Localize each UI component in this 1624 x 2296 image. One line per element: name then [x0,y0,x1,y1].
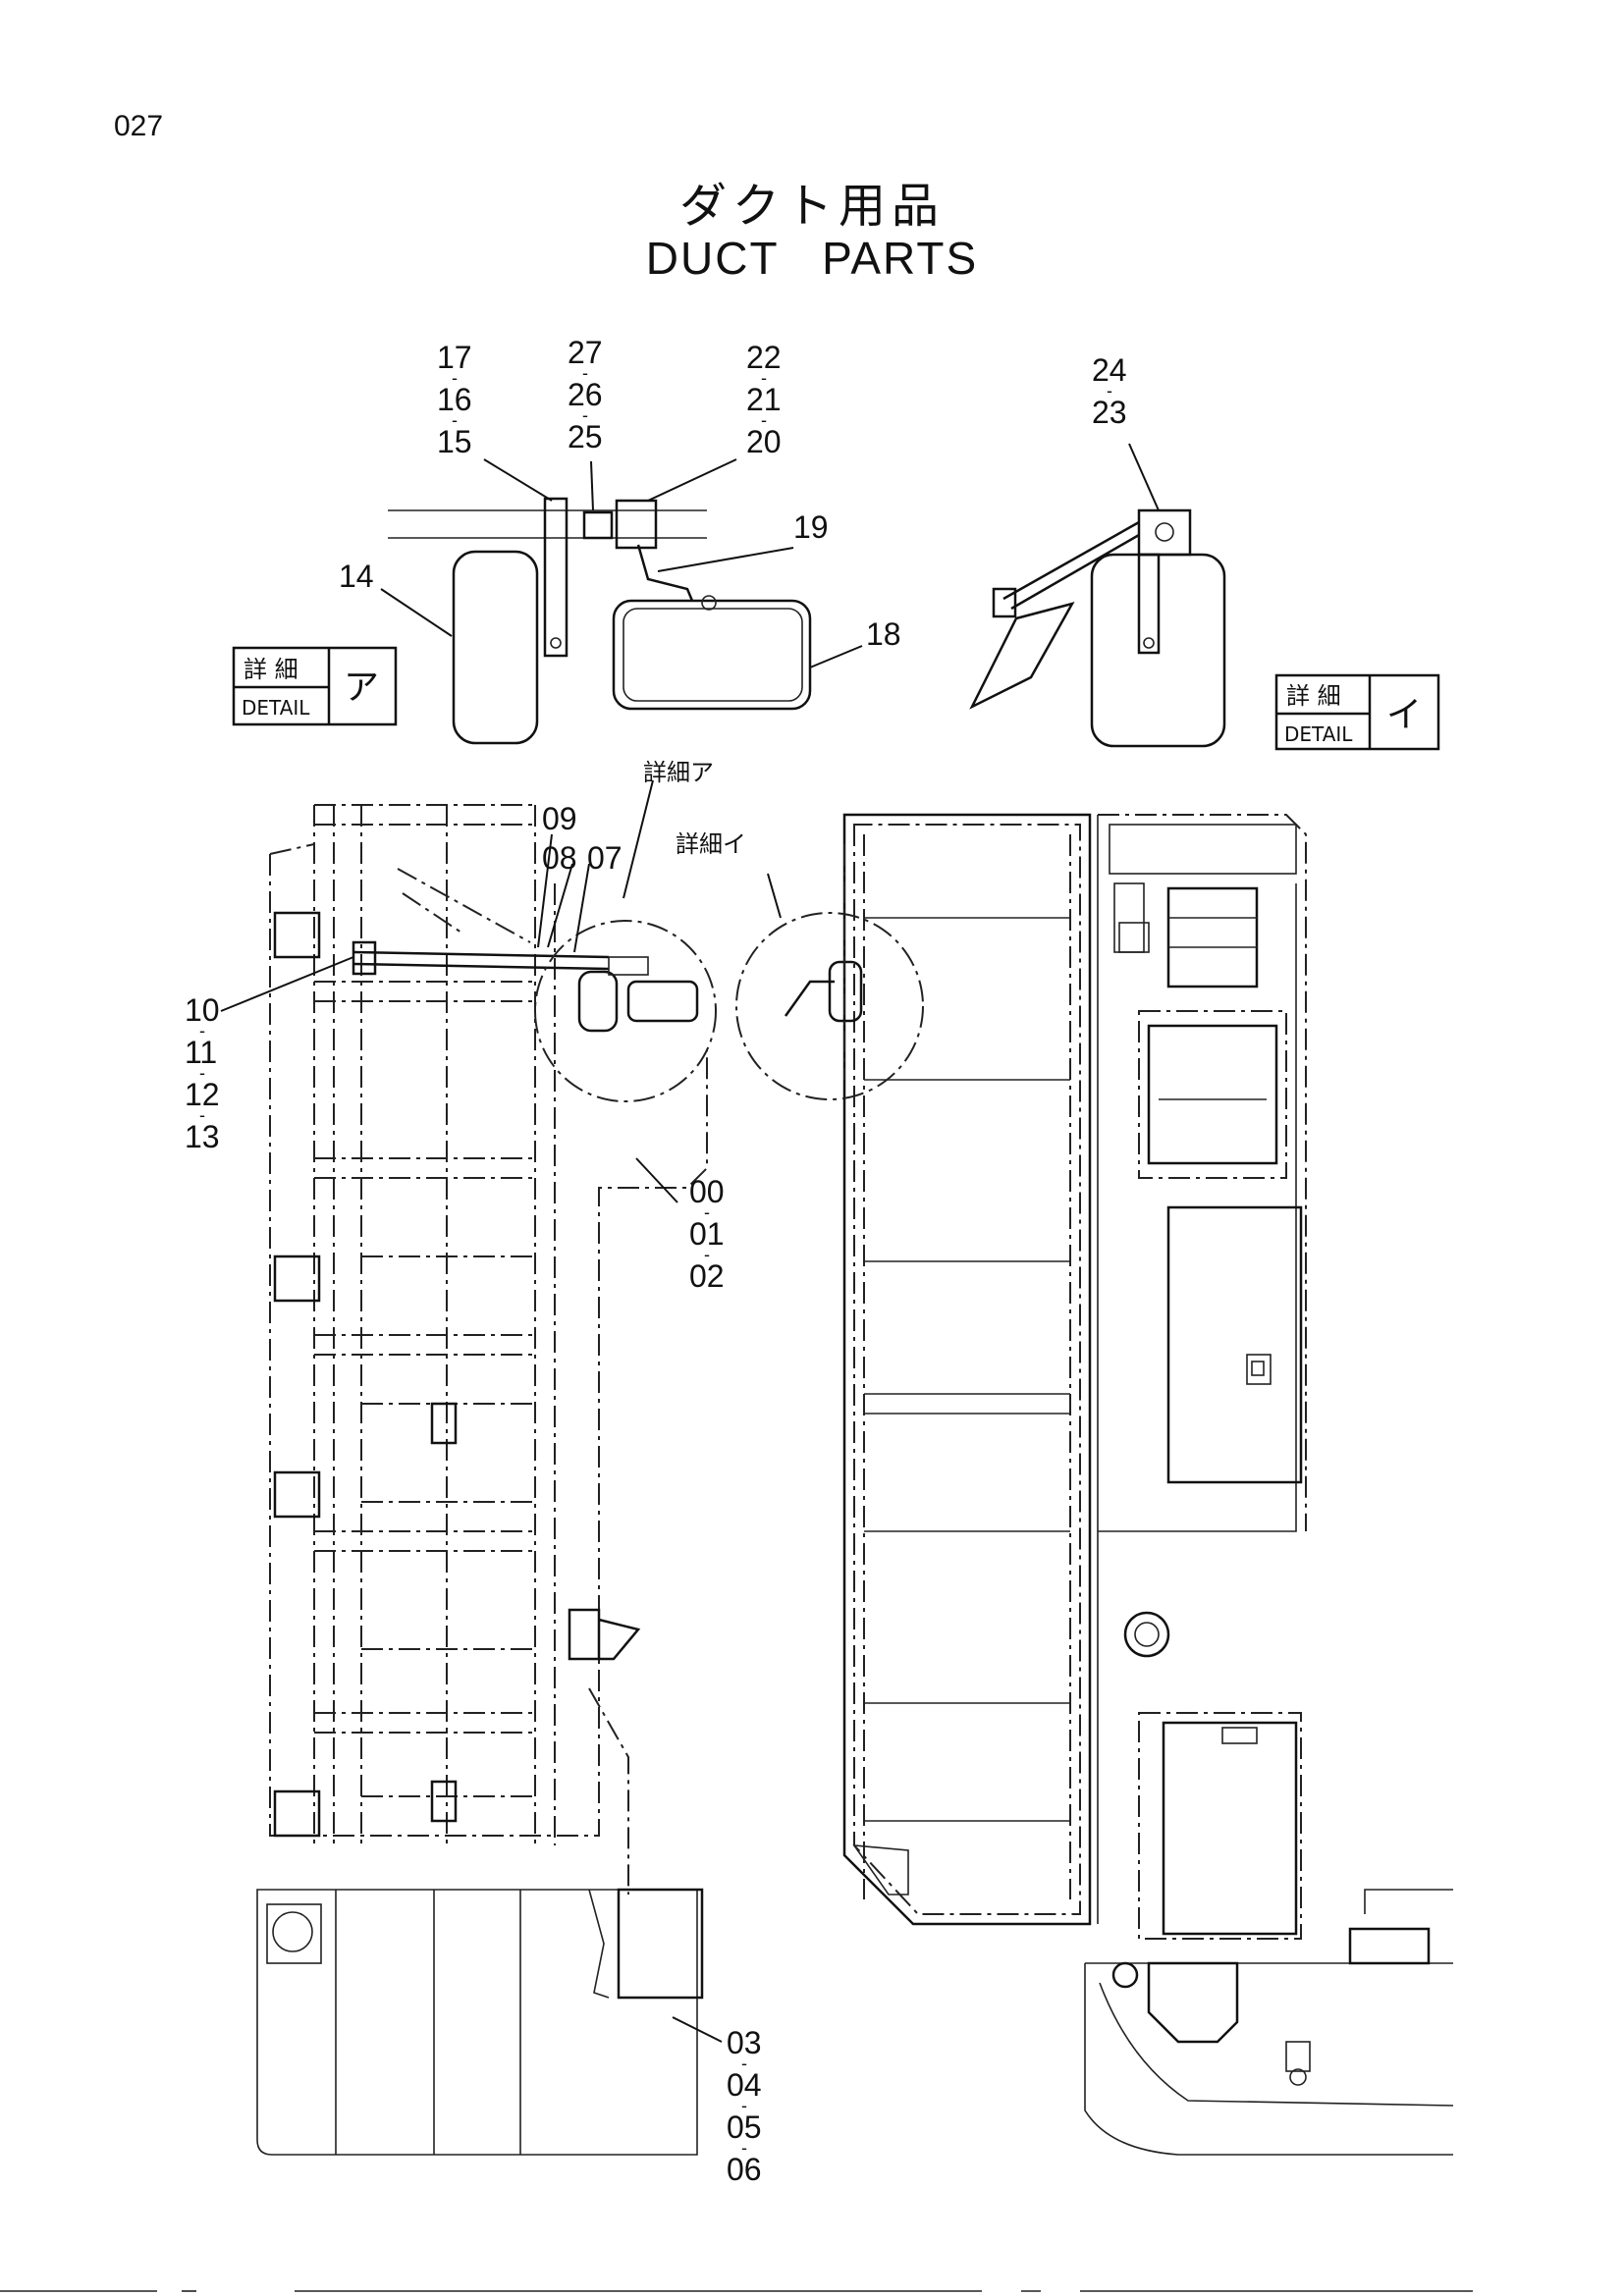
detail-box-a-en: DETAIL [242,696,310,720]
title-japanese: ダクト用品 [678,179,945,234]
part-05: 05 [727,2109,762,2145]
detail-callout-a: 詳細ア [643,759,714,786]
detail-callout-b: 詳細イ [676,830,746,858]
part-18: 18 [866,616,901,652]
part-19: 19 [793,509,829,545]
detail-box-a-mark: ア [344,667,379,708]
part-23: 23 [1092,395,1127,430]
svg-text:-: - [761,410,767,430]
svg-text:-: - [741,2138,747,2158]
detail-box-b-jp: 詳 細 [1286,682,1341,710]
detail-box-b-en: DETAIL [1284,722,1353,746]
title-english: DUCT PARTS [645,233,979,284]
svg-text:-: - [199,1021,205,1041]
part-09: 09 [542,801,577,836]
part-00: 00 [689,1174,725,1209]
part-26: 26 [568,377,603,412]
part-11: 11 [185,1035,217,1070]
part-08: 08 [542,840,577,876]
detail-box-b-mark: イ [1386,695,1422,735]
detail-a-drawing [380,458,863,745]
part-labels: 17 - 16 - 15 27 - 26 - 25 22 - 21 - 20 2… [185,335,1127,2187]
part-13: 13 [185,1119,220,1154]
svg-text:-: - [582,363,588,383]
part-17: 17 [437,340,472,375]
part-27: 27 [568,335,603,370]
svg-text:-: - [741,2054,747,2073]
part-01: 01 [689,1216,725,1252]
part-22: 22 [746,340,782,375]
part-06: 06 [727,2152,762,2187]
part-07: 07 [587,840,623,876]
page-number: 027 [114,110,164,142]
part-24: 24 [1092,352,1127,388]
detail-box-a-jp: 詳 細 [244,656,298,683]
detail-b-drawing [969,443,1226,748]
part-02: 02 [689,1258,725,1294]
svg-text:-: - [199,1063,205,1083]
detail-box-a: 詳 細 DETAIL ア [232,646,398,726]
part-12: 12 [185,1077,220,1112]
part-10: 10 [185,992,220,1028]
part-25: 25 [568,419,603,454]
svg-text:-: - [704,1202,710,1222]
part-16: 16 [437,382,472,417]
svg-text:-: - [704,1245,710,1264]
svg-text:-: - [582,405,588,425]
svg-text:-: - [741,2096,747,2115]
svg-text:-: - [452,410,458,430]
svg-text:-: - [452,368,458,388]
part-03: 03 [727,2025,762,2060]
part-04: 04 [727,2067,762,2103]
part-21: 21 [746,382,782,417]
detail-box-b: 詳 細 DETAIL イ [1274,673,1440,751]
left-side-view [256,804,717,2156]
svg-text:-: - [1107,381,1112,400]
part-15: 15 [437,424,472,459]
part-14: 14 [339,559,374,594]
svg-text:-: - [761,368,767,388]
right-top-view [735,813,1454,2156]
leader-lines [220,779,782,2043]
svg-text:-: - [199,1105,205,1125]
part-20: 20 [746,424,782,459]
